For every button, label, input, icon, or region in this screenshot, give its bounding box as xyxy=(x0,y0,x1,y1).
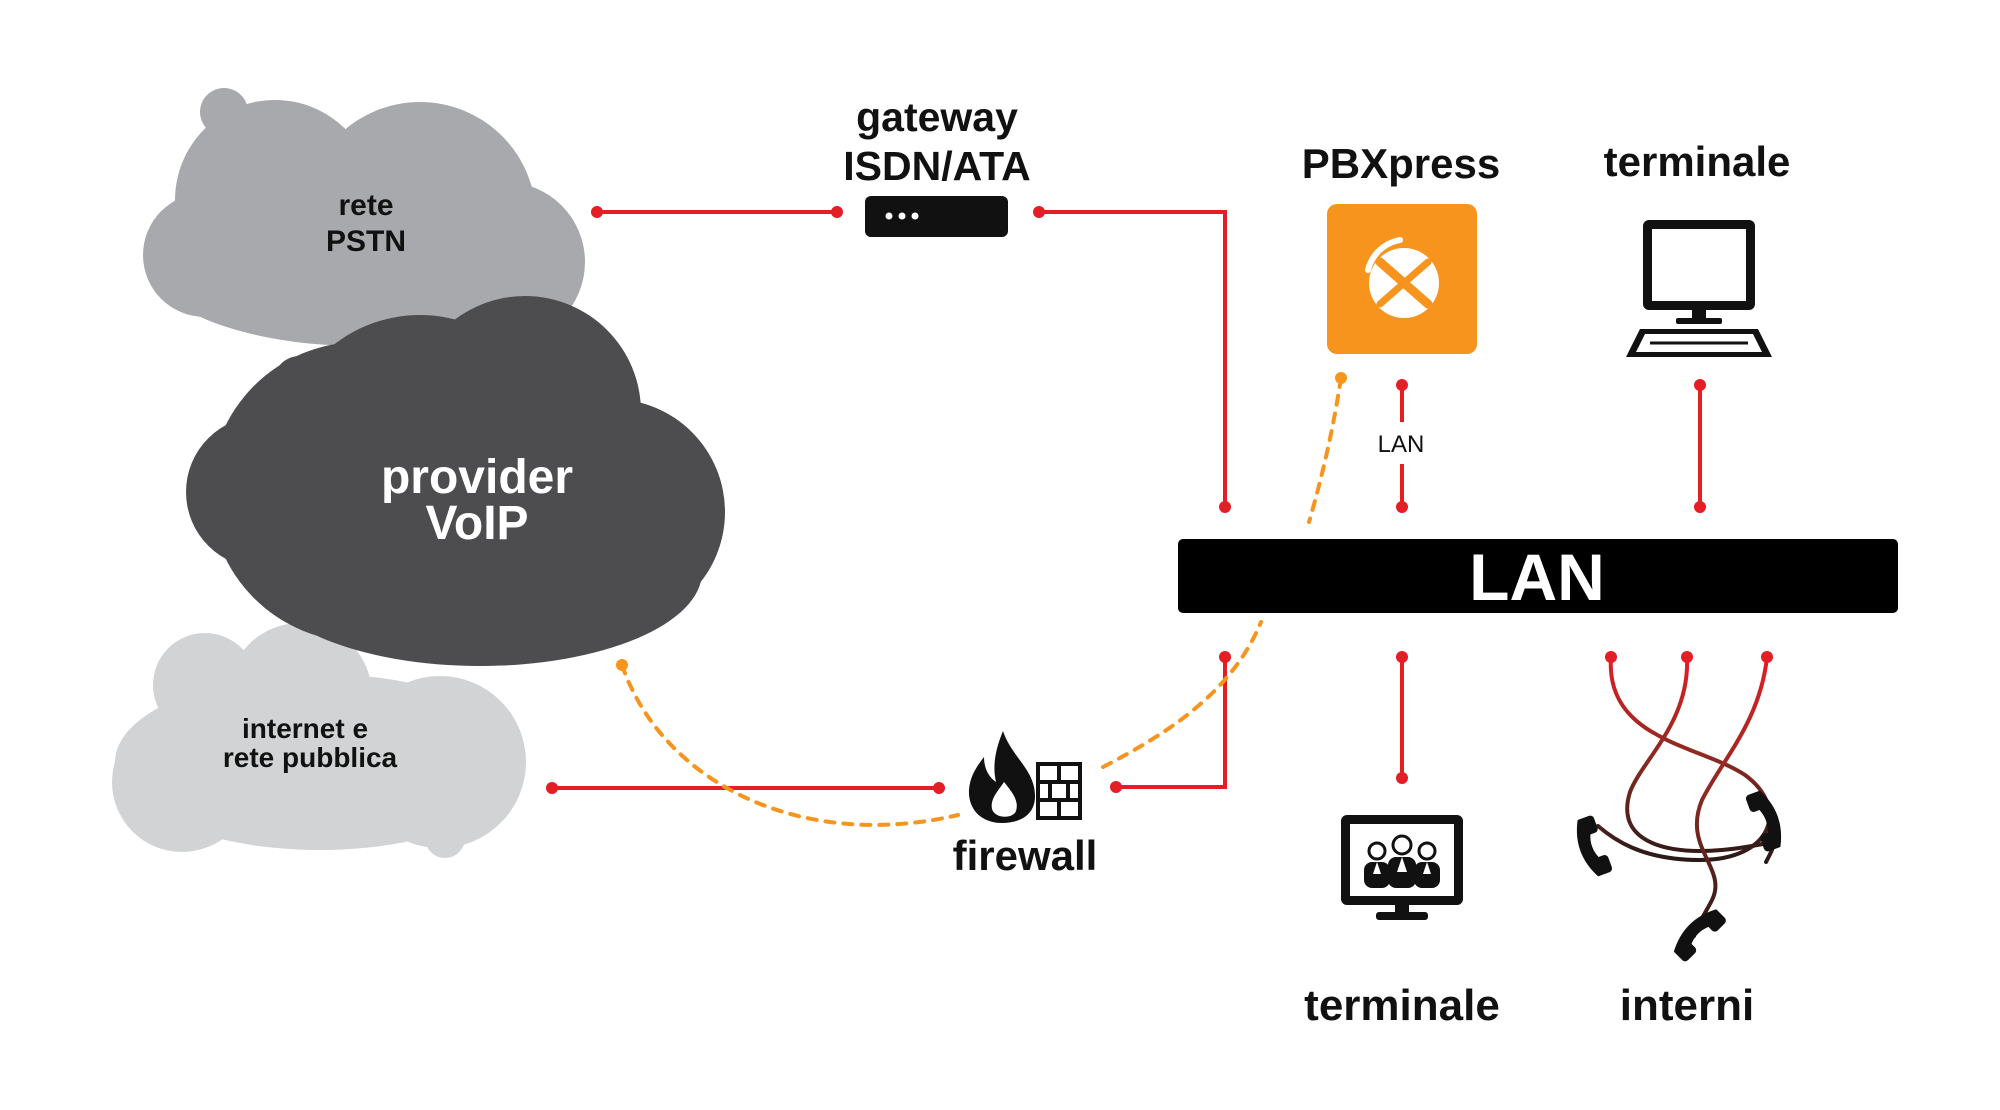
extensions-cords xyxy=(1596,651,1775,938)
cloud-pstn xyxy=(143,88,585,346)
terminal-bottom-label: terminale xyxy=(1304,981,1500,1030)
cloud-internet-label-line1: internet e xyxy=(242,713,368,744)
pbx-link-label: LAN xyxy=(1378,431,1425,458)
computer-icon xyxy=(1626,220,1772,357)
phone-handset-icon xyxy=(1673,909,1726,962)
cloud-internet-label-line2: rete pubblica xyxy=(223,742,398,773)
lan-bus: LAN xyxy=(1178,539,1898,614)
cloud-pstn-label-line1: rete xyxy=(338,189,393,222)
cloud-voip-label-line1: provider xyxy=(381,451,573,504)
terminal-top-label: terminale xyxy=(1604,138,1791,185)
voip-trunk-dashed-path xyxy=(616,372,1347,827)
phone-handset-icon xyxy=(1745,790,1782,852)
cloud-pstn-label-line2: PSTN xyxy=(326,225,406,258)
lan-bus-label: LAN xyxy=(1469,540,1605,614)
cloud-provider-voip xyxy=(186,296,725,666)
connection-internet-firewall xyxy=(546,782,945,794)
phone-handset-icon xyxy=(1576,815,1613,877)
pbx-label: PBXpress xyxy=(1302,140,1500,187)
connection-gateway-lan xyxy=(1033,206,1231,513)
gateway-label-line1: gateway xyxy=(856,94,1018,140)
connection-pbx-lan xyxy=(1396,379,1408,513)
gateway-label-line2: ISDN/ATA xyxy=(843,143,1031,189)
server-icon xyxy=(865,196,1008,237)
firewall-icon xyxy=(968,731,1082,823)
video-conference-icon xyxy=(1341,815,1463,920)
pbxpress-logo-icon xyxy=(1327,204,1477,354)
connection-lan-terminal-bottom xyxy=(1396,651,1408,784)
cloud-internet xyxy=(112,623,526,858)
extensions-label: interni xyxy=(1620,981,1754,1030)
connection-pstn-gateway xyxy=(591,206,843,218)
connection-terminal-top-lan xyxy=(1694,379,1706,513)
cloud-voip-label-line2: VoIP xyxy=(425,497,528,550)
connection-lan-firewall xyxy=(1110,651,1231,793)
firewall-label: firewall xyxy=(953,832,1098,879)
